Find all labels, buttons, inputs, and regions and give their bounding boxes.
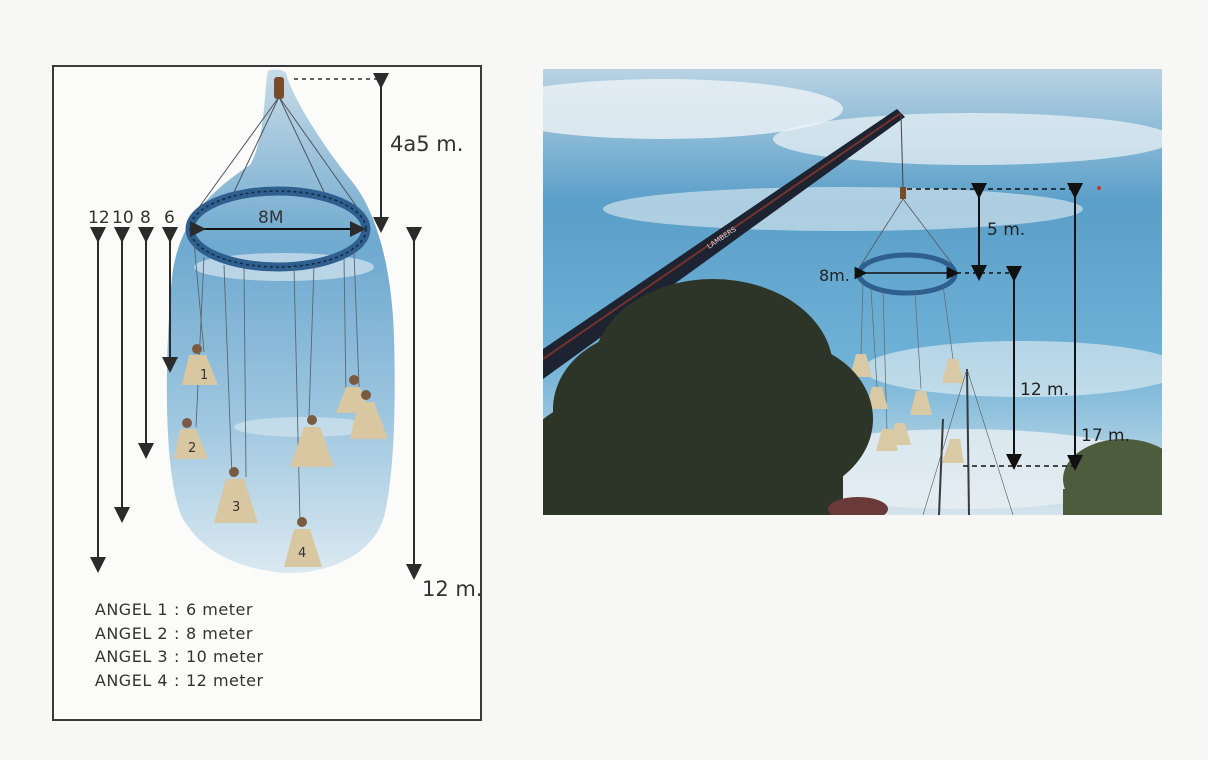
- angel-figure: [284, 517, 322, 567]
- ring-diameter-label: 8m.: [819, 266, 850, 285]
- ring-diameter-label: 8M: [258, 208, 283, 228]
- legend-colon: :: [174, 670, 180, 690]
- legend-colon: :: [174, 647, 180, 666]
- legend-colon: :: [174, 600, 180, 619]
- angel-number: 2: [188, 441, 196, 456]
- total-height-label: 17 m.: [1081, 426, 1130, 446]
- ship-rigging: [922, 368, 1014, 515]
- legend-name: ANGEL 4: [94, 670, 168, 690]
- red-dot: [1097, 186, 1101, 190]
- left-diagram-panel: 8M: [52, 65, 483, 721]
- legend-value: 10 meter: [186, 647, 264, 666]
- cloud: [543, 79, 843, 139]
- angel-figures: [850, 354, 964, 463]
- cloud: [773, 113, 1162, 165]
- angel-figure: [182, 344, 218, 385]
- legend-name: ANGEL 2: [94, 623, 168, 643]
- angel-number: 4: [298, 546, 306, 561]
- angel-wires: [193, 241, 360, 523]
- legend-value: 12 meter: [186, 670, 264, 690]
- red-bush: [828, 497, 888, 515]
- hook-icon: [274, 77, 284, 99]
- hook-icon: [900, 187, 906, 199]
- length-label: 12: [88, 208, 110, 228]
- hang-height-label: 12 m.: [1020, 380, 1069, 400]
- legend-row: ANGEL 2:8 meter: [76, 622, 336, 646]
- legend-row: ANGEL 1:6 meter: [76, 598, 336, 622]
- angel-legend: ANGEL 1:6 meter ANGEL 2:8 meter ANGEL 3:…: [76, 598, 336, 692]
- angel-figure: [290, 415, 334, 467]
- crane-boom-edge: [543, 112, 902, 360]
- angel-number: 1: [200, 368, 208, 383]
- legend-row: ANGEL 3:10 meter: [76, 645, 336, 669]
- crane-photo: LAMBERS 8m.: [543, 69, 1162, 515]
- angel-wires: [860, 282, 954, 432]
- ship-masts: [938, 368, 970, 515]
- crane-photo-svg: LAMBERS 8m.: [543, 69, 1162, 515]
- legend-value: 6 meter: [186, 600, 253, 619]
- small-tree: [1063, 439, 1162, 515]
- angel-figure: [350, 390, 388, 439]
- legend-colon: :: [174, 623, 180, 643]
- cloud: [603, 187, 1083, 231]
- top-height-label: 5 m.: [987, 220, 1025, 240]
- ring-cables: [860, 198, 954, 266]
- legend-value: 8 meter: [186, 623, 253, 643]
- right-height-label: 12 m.: [422, 577, 483, 601]
- legend-row: ANGEL 4:12 meter: [76, 669, 336, 693]
- angel-figure: [174, 418, 208, 459]
- length-label: 6: [164, 208, 175, 228]
- legend-name: ANGEL 3: [94, 647, 168, 666]
- hook-cable: [900, 114, 904, 188]
- legend-name: ANGEL 1: [94, 600, 168, 619]
- left-diagram-svg: 8M: [88, 69, 483, 601]
- angel-figure: [214, 467, 258, 523]
- length-label: 10: [112, 208, 134, 228]
- oak-tree: [543, 279, 873, 515]
- hook-cables: [191, 96, 365, 218]
- length-label: 8: [140, 208, 151, 228]
- top-height-label: 4a5 m.: [390, 132, 463, 156]
- angel-number: 3: [232, 500, 240, 515]
